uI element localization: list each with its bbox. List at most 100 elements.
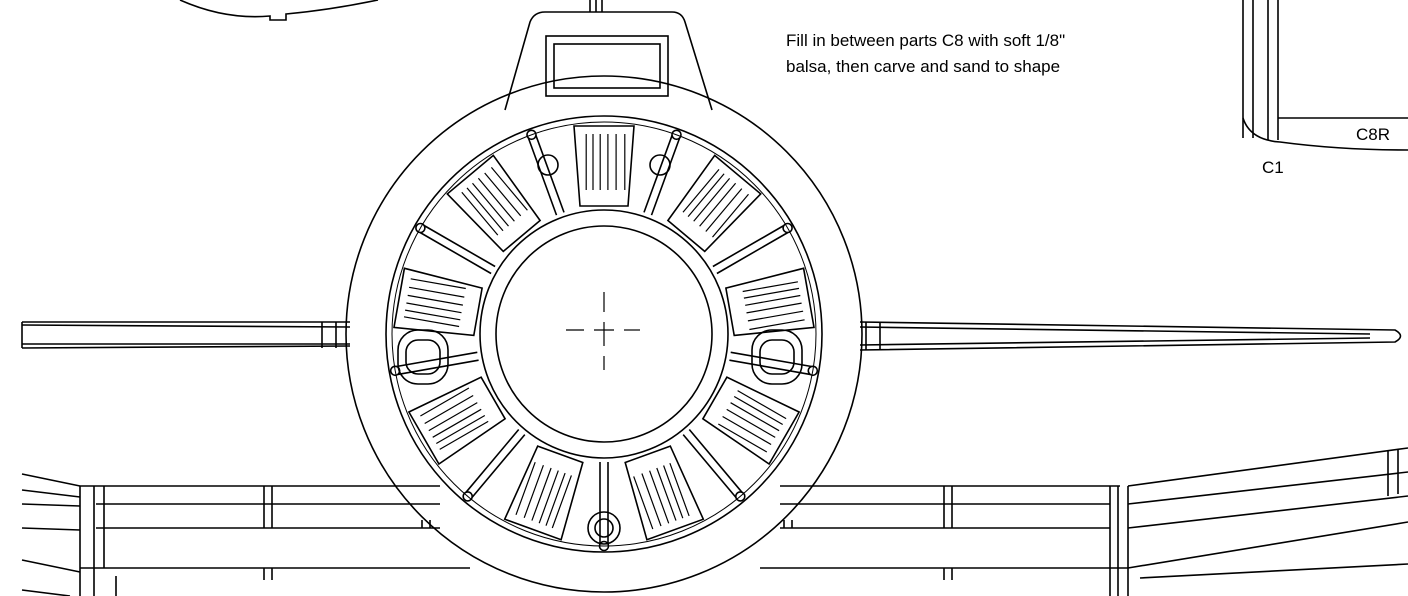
cylinder-outline xyxy=(666,154,762,253)
left-intake-outer xyxy=(397,329,449,385)
cylinder-fin xyxy=(545,472,566,526)
cylinder-fin xyxy=(733,395,784,426)
cylinder-fin xyxy=(472,182,509,227)
cylinder-fin xyxy=(439,420,489,450)
cylinder-outline xyxy=(503,445,584,541)
cylinder xyxy=(407,376,507,466)
cylinder-fin xyxy=(403,316,460,328)
cylinder xyxy=(573,125,635,207)
instruction-note: Fill in between parts C8 with soft 1/8" … xyxy=(786,28,1065,80)
pushrod-cap xyxy=(807,365,819,377)
cylinder-fin xyxy=(515,461,536,516)
cylinder-fin xyxy=(687,173,725,217)
pushrod xyxy=(712,222,793,275)
cylinder-fin xyxy=(490,167,528,211)
cylinder-fin xyxy=(428,402,478,432)
cylinder-fin xyxy=(531,467,552,521)
cylinder-fin xyxy=(656,467,677,521)
pushrod-cap xyxy=(462,491,474,502)
pushrod xyxy=(729,351,819,377)
cylinder-fin xyxy=(746,302,802,314)
cylinder xyxy=(724,267,815,337)
cylinder xyxy=(393,267,484,337)
upper-left-hole xyxy=(537,154,559,176)
left-intake-inner xyxy=(405,339,441,375)
cylinder-fin xyxy=(466,187,504,232)
cylinder-fin xyxy=(726,408,776,438)
pushrod-cap xyxy=(734,491,746,502)
cylinder-fin xyxy=(633,476,654,530)
cylinder-fin xyxy=(717,423,768,453)
pushrod-cap xyxy=(415,222,426,234)
instruction-note-line-1: Fill in between parts C8 with soft 1/8" xyxy=(786,31,1066,50)
cylinder-fin xyxy=(538,470,559,524)
right-wing-leading-edge xyxy=(859,321,1402,351)
bottom-hole-inner xyxy=(594,518,614,538)
bottom-hole-outer xyxy=(587,511,621,545)
cowl-inner-ring xyxy=(385,115,823,553)
pushrod-cap xyxy=(526,129,537,141)
prop-hub-inner xyxy=(495,225,713,443)
cylinder-fin xyxy=(699,182,737,227)
cylinder-fin xyxy=(743,287,800,299)
top-left-part-outline xyxy=(179,0,379,21)
cylinder-outline xyxy=(393,267,484,337)
cylinder-fin xyxy=(408,286,465,298)
cowl-outer-ring xyxy=(345,75,863,593)
pushrod xyxy=(415,222,496,275)
cylinder xyxy=(666,154,762,253)
prop-hub-outer xyxy=(479,209,729,459)
cylinder-fin xyxy=(682,169,720,213)
cylinder-fin xyxy=(749,319,805,331)
instruction-note-line-2: balsa, then carve and sand to shape xyxy=(786,57,1061,76)
pushrod xyxy=(462,428,526,502)
cylinder-fin xyxy=(432,408,482,438)
cylinder-fin xyxy=(742,281,799,293)
cylinder xyxy=(503,445,584,541)
right-intake-outer xyxy=(751,329,803,385)
pushrod-cap xyxy=(782,222,793,234)
cylinder-outline xyxy=(624,445,705,541)
cylinder-fin xyxy=(737,390,787,420)
cylinder-fin xyxy=(435,414,486,445)
cylinder-fin xyxy=(551,475,572,529)
cylinder-fin xyxy=(663,465,684,519)
cylinder-fin xyxy=(745,294,801,306)
left-wing-leading-edge xyxy=(21,321,351,349)
right-intake-inner xyxy=(759,339,795,375)
left-lower-wing-structure xyxy=(21,473,470,596)
part-label-c1: C1 xyxy=(1262,158,1284,177)
pushrod xyxy=(598,462,610,552)
cylinder-fin xyxy=(649,470,670,524)
cylinder-fin xyxy=(693,178,731,222)
cylinder-fin xyxy=(747,310,804,322)
cylinder-fin xyxy=(407,294,464,306)
right-lower-wing-structure xyxy=(760,447,1408,596)
center-crosshair xyxy=(566,292,640,370)
engine-cylinders xyxy=(389,125,819,552)
cylinder-fin xyxy=(420,387,470,417)
part-label-c8r: C8R xyxy=(1356,125,1391,144)
cylinder xyxy=(446,154,542,253)
cylinder-fin xyxy=(424,394,474,425)
cylinder-fin xyxy=(641,473,662,527)
cylinder-fin xyxy=(523,464,544,519)
cylinder-fin xyxy=(730,402,780,432)
cylinder-fin xyxy=(404,309,461,321)
cowl-top-fairing xyxy=(504,0,713,111)
cylinder xyxy=(701,376,801,466)
top-right-former-outline xyxy=(1242,0,1408,151)
cylinder xyxy=(624,445,705,541)
pushrod-cap xyxy=(671,129,682,141)
cylinder-outline xyxy=(573,125,635,207)
upper-right-hole xyxy=(649,154,671,176)
cylinder-fin xyxy=(722,415,772,446)
cylinder-fin xyxy=(461,191,499,236)
pushrod xyxy=(526,129,565,216)
cylinder-fin xyxy=(712,193,749,238)
pushrod xyxy=(643,129,682,216)
cylinder-fin xyxy=(705,188,743,232)
cylinder-fin xyxy=(406,302,462,314)
cylinder-fin xyxy=(477,177,515,222)
